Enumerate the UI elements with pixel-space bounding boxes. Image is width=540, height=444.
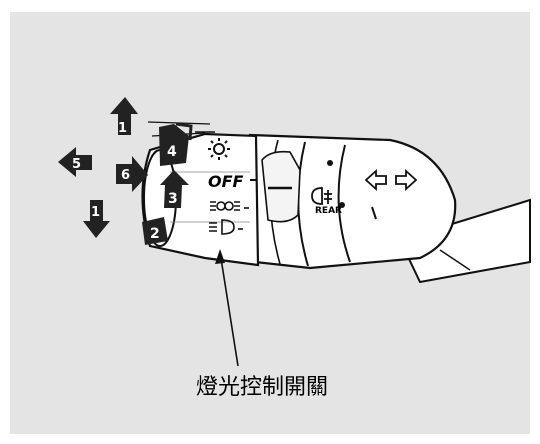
callout-4: 4 <box>159 122 193 166</box>
svg-text:4: 4 <box>167 144 177 160</box>
column-mount <box>398 198 531 284</box>
indicator-dot-rear <box>339 202 345 208</box>
callout-6-right: 6 <box>116 156 148 192</box>
headlight-icon <box>209 219 243 235</box>
callout-3: 3 <box>160 170 189 208</box>
callout-2: 2 <box>142 217 168 245</box>
rear-label: REAR <box>315 206 342 216</box>
turn-signal-icon <box>364 168 418 192</box>
svg-text:1: 1 <box>91 205 100 220</box>
sun-parking-icon <box>208 138 230 160</box>
svg-text:3: 3 <box>168 191 178 207</box>
off-label: OFF <box>208 172 244 191</box>
leader-line <box>215 249 239 367</box>
indicator-dot-top <box>327 160 333 166</box>
tick-mark <box>371 206 377 220</box>
callout-1-down: 1 <box>83 200 110 238</box>
parking-light-icon <box>210 201 249 211</box>
svg-text:1: 1 <box>118 121 127 136</box>
stalk-body <box>247 133 457 270</box>
svg-text:6: 6 <box>121 168 130 183</box>
svg-text:5: 5 <box>72 157 81 172</box>
light-control-switch-caption: 燈光控制開關 <box>196 375 328 400</box>
callout-1-up: 1 <box>110 97 138 136</box>
callout-5-left: 5 <box>58 147 92 177</box>
rear-fog-icon <box>311 187 332 205</box>
svg-text:2: 2 <box>150 226 160 242</box>
